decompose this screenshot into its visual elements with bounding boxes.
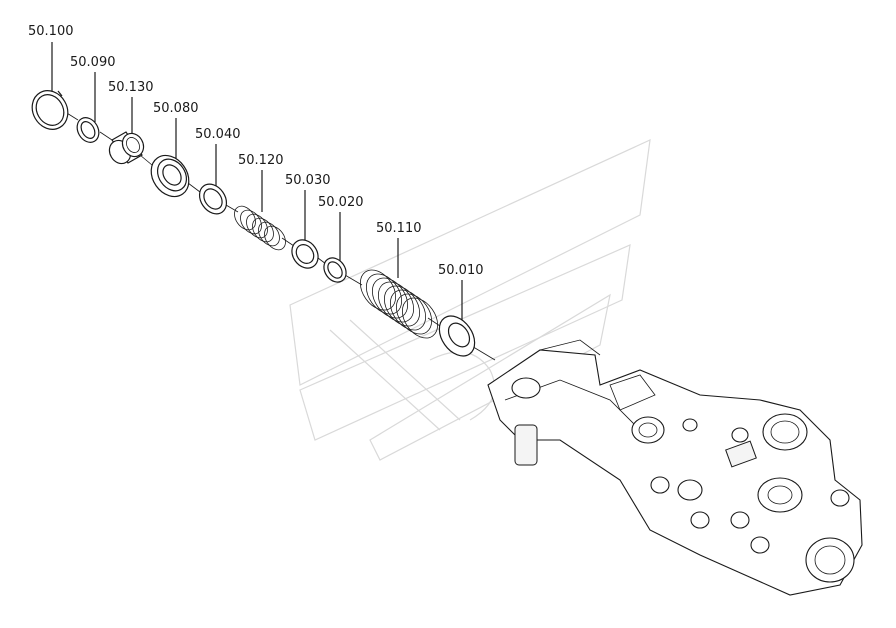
part-50-130-bushing — [108, 131, 145, 165]
label-50-110: 50.110 — [376, 221, 422, 236]
label-50-080: 50.080 — [153, 101, 199, 116]
part-50-120-spring — [234, 205, 286, 251]
label-50-030: 50.030 — [285, 173, 331, 188]
label-50-010: 50.010 — [438, 263, 484, 278]
label-50-100: 50.100 — [28, 24, 74, 39]
label-50-020: 50.020 — [318, 195, 364, 210]
leader-lines — [51, 42, 463, 320]
part-50-080-thrust-washer — [150, 154, 190, 198]
label-50-130: 50.130 — [108, 80, 154, 95]
part-labels: 50.100 50.090 50.130 50.080 50.040 50.12… — [28, 24, 484, 278]
transmission-housing — [487, 339, 863, 596]
part-50-020-circlip — [323, 257, 347, 283]
part-50-090-circlip — [76, 117, 100, 143]
part-50-100-snap-ring — [31, 90, 69, 130]
part-50-040-ring — [198, 183, 228, 215]
part-50-030-ring — [291, 239, 319, 269]
part-50-010-pressure-plate — [438, 315, 476, 357]
label-50-120: 50.120 — [238, 153, 284, 168]
label-50-040: 50.040 — [195, 127, 241, 142]
part-50-110-disc-pack — [359, 269, 439, 339]
label-50-090: 50.090 — [70, 55, 116, 70]
